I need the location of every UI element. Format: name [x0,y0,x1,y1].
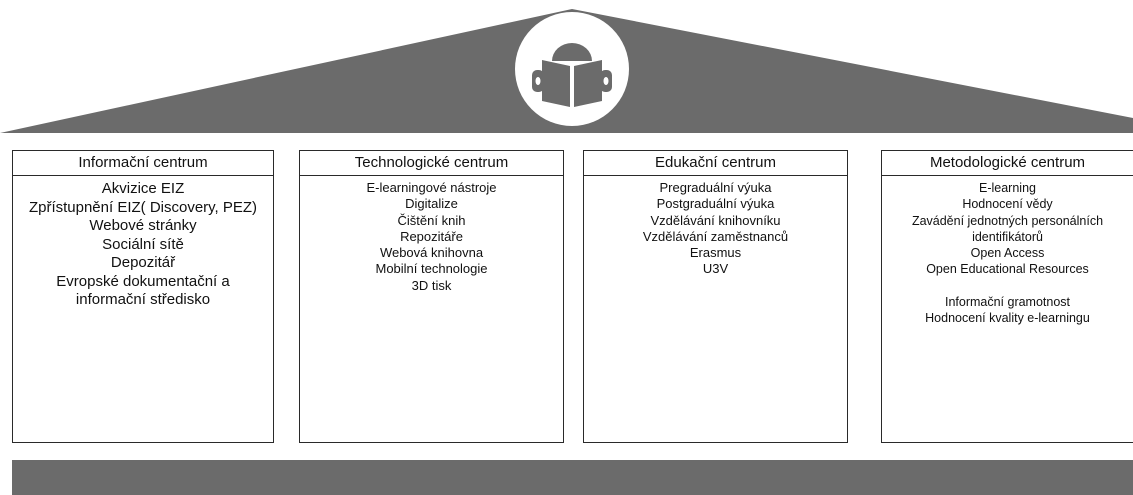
pillar-item: identifikátorů [972,229,1043,244]
pillar-item: Hodnocení vědy [962,197,1053,212]
pillar-item: Webová knihovna [379,245,484,261]
pillar-title: Informační centrum [13,151,273,176]
pillar-item: informační středisko [75,291,211,308]
pillar-item: Pregraduální výuka [659,180,772,195]
foundation-base [12,460,1133,495]
pillar-title: Metodologické centrum [882,151,1133,176]
pillar-items: E-learningové nástroje Digitalize Čištěn… [300,176,563,294]
pillar-item: Erasmus [689,245,742,261]
roof [0,9,1133,133]
reading-person-icon [515,12,629,126]
pillar-title: Technologické centrum [300,151,563,176]
pillar-item: Postgraduální výuka [656,196,775,212]
pillar-informacni-centrum: Informační centrum Akvizice EIZ Zpřístup… [12,150,274,443]
pillar-item: E-learning [979,181,1036,195]
pillar-item: 3D tisk [411,277,452,293]
pillar-item: Open Access [970,246,1045,261]
pillar-item: Mobilní technologie [375,261,488,277]
pillar-item: Webové stránky [89,217,197,234]
pillar-metodologicke-centrum: Metodologické centrum E-learning Hodnoce… [881,150,1133,443]
pillar-edukacni-centrum: Edukační centrum Pregraduální výuka Post… [583,150,848,443]
pillar-technologicke-centrum: Technologické centrum E-learningové nást… [299,150,564,443]
pillar-item: Vzdělávání knihovníku [650,212,781,228]
pillar-item: Digitalize [405,196,458,212]
pillar-title: Edukační centrum [584,151,847,176]
pillar-items: Pregraduální výuka Postgraduální výuka V… [584,176,847,278]
pillar-item: E-learningové nástroje [366,180,497,195]
pillar-item: Informační gramotnost [944,294,1071,309]
pillar-item: Zavádění jednotných personálních [911,213,1104,228]
pillar-item: Sociální sítě [102,235,184,253]
pillar-item: Zpřístupnění EIZ( Discovery, PEZ) [28,198,258,216]
pillar-item: U3V [702,261,729,277]
pillar-item: Hodnocení kvality e-learningu [925,311,1090,326]
pillar-item: Repozitáře [400,228,463,244]
pillar-items: E-learning Hodnocení vědy Zavádění jedno… [882,176,1133,326]
pillar-item: Depozitář [110,254,176,271]
pillar-item: Open Educational Resources [926,262,1089,277]
pillar-item: Čištění knih [397,212,466,228]
pillar-item: Evropské dokumentační a [56,272,230,290]
pillar-items: Akvizice EIZ Zpřístupnění EIZ( Discovery… [13,176,273,310]
pillar-item: Vzdělávání zaměstnanců [642,228,789,244]
pillar-item: Akvizice EIZ [101,180,185,197]
